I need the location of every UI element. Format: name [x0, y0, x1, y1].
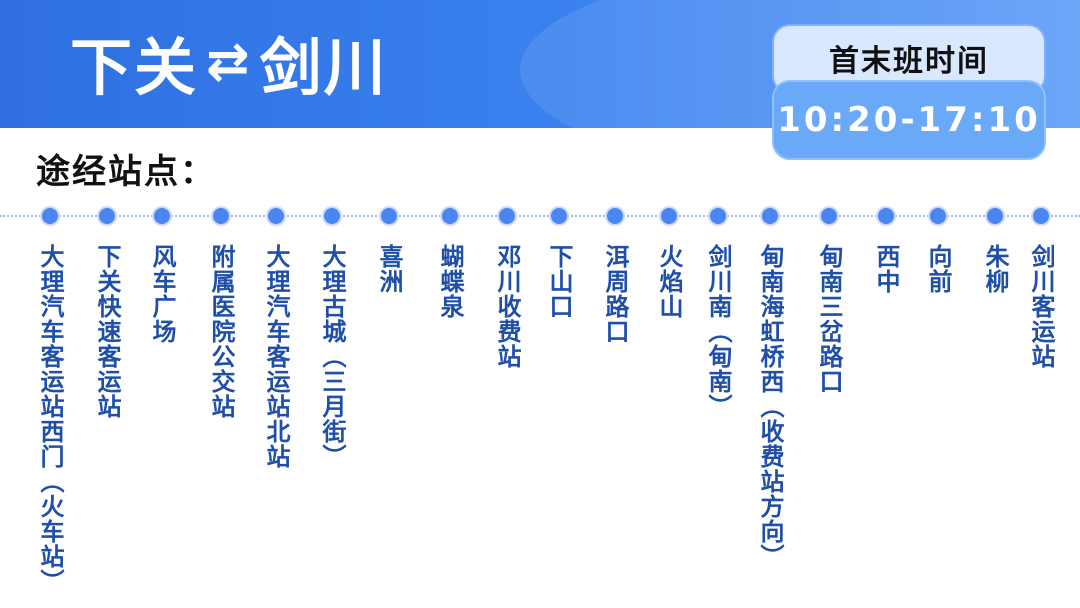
stop-name: 大理汽车客运站北站	[262, 244, 290, 469]
stop-dot	[928, 206, 948, 226]
stop-name: 剑川南（甸南）	[704, 244, 732, 419]
stop-dot	[819, 206, 839, 226]
stop-name: 甸南三岔路口	[815, 244, 843, 394]
stop-dot	[605, 206, 625, 226]
stop-name: 喜洲	[375, 244, 403, 294]
stop-dot	[152, 206, 172, 226]
stop-name: 大理汽车客运站西门（火车站）	[36, 244, 64, 594]
route-title: 下关 ⇄ 剑川	[70, 22, 388, 104]
stop-dot	[659, 206, 679, 226]
stop-dot	[40, 206, 60, 226]
stop-dot	[322, 206, 342, 226]
stop-name: 下关快速客运站	[93, 244, 121, 419]
stop-name: 风车广场	[148, 244, 176, 344]
stop-dot	[440, 206, 460, 226]
schedule-box: 首末班时间 10:20-17:10	[772, 24, 1046, 160]
stop-name: 邓川收费站	[493, 244, 521, 369]
stop-name: 大理古城（三月街）	[318, 244, 346, 469]
stop-name: 洱周路口	[601, 244, 629, 344]
stop-name: 剑川客运站	[1027, 244, 1055, 369]
stop-dot	[97, 206, 117, 226]
stop-name: 附属医院公交站	[207, 244, 235, 419]
stop-dot	[211, 206, 231, 226]
stop-dot	[549, 206, 569, 226]
route-line	[0, 215, 1080, 217]
stop-name: 下山口	[545, 244, 573, 319]
stop-dot	[1031, 206, 1051, 226]
stop-name: 蝴蝶泉	[436, 244, 464, 319]
route-destination: 剑川	[259, 31, 388, 104]
stop-dot	[985, 206, 1005, 226]
stop-dot	[497, 206, 517, 226]
stop-dot	[379, 206, 399, 226]
schedule-time: 10:20-17:10	[772, 80, 1046, 160]
stop-name: 向前	[924, 244, 952, 294]
stops-heading: 途经站点：	[36, 152, 216, 192]
swap-arrows-icon: ⇄	[206, 32, 252, 92]
stop-name: 甸南海虹桥西（收费站方向）	[756, 244, 784, 569]
stop-name: 朱柳	[981, 244, 1009, 294]
stop-dot	[266, 206, 286, 226]
stop-name: 西中	[872, 244, 900, 294]
stop-dot	[760, 206, 780, 226]
stop-dot	[708, 206, 728, 226]
stop-name: 火焰山	[655, 244, 683, 319]
route-origin: 下关	[70, 31, 199, 104]
stop-dot	[876, 206, 896, 226]
